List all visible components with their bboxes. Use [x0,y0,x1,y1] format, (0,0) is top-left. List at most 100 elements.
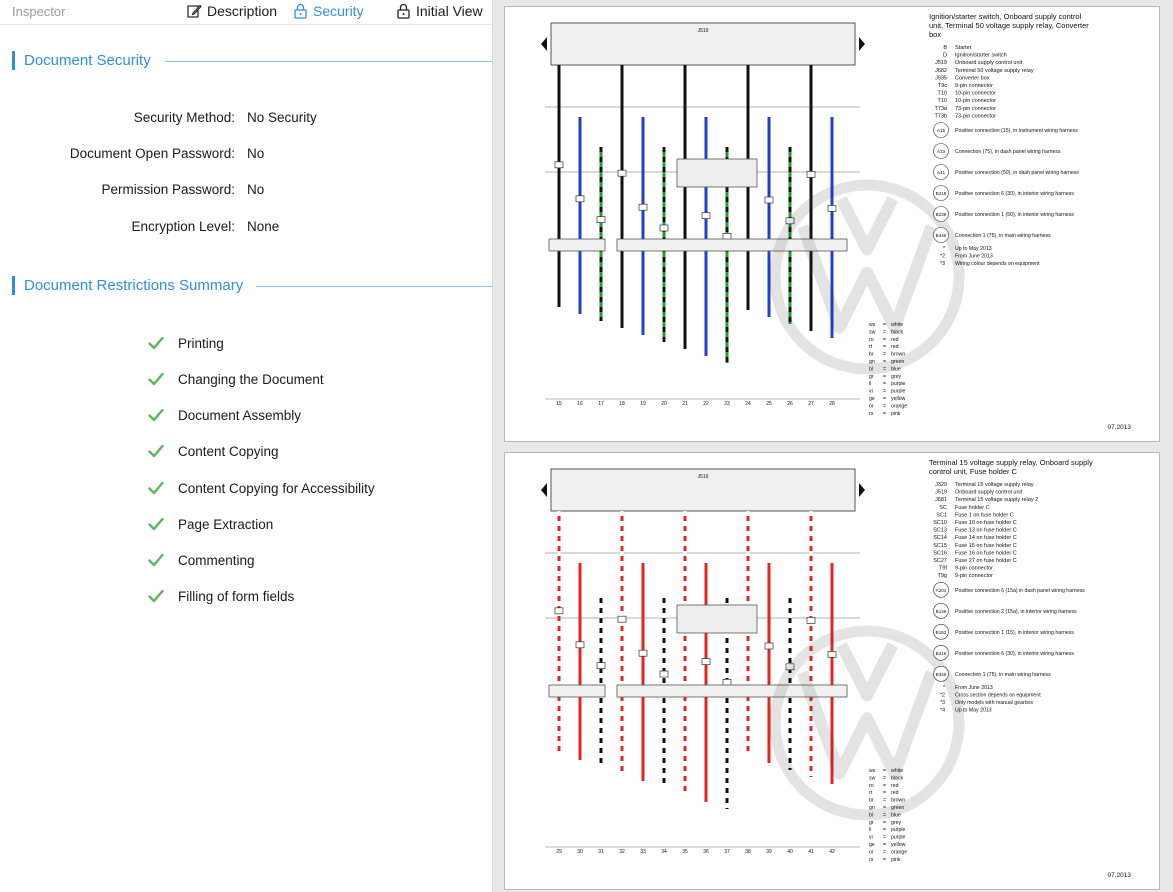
connection-marker [933,206,949,222]
tab-initial-view[interactable]: Initial View [396,3,483,19]
colour-name: yellow [891,842,906,848]
legend-code: B [943,45,947,51]
colour-code: or [869,403,874,409]
box-label: J519 [698,474,709,480]
restriction-label: Content Copying for Accessibility [178,480,375,496]
colour-equals: = [883,329,886,335]
legend-code: T10 [938,91,947,97]
arrow-right-icon [859,37,865,51]
colour-name: yellow [891,396,906,402]
legend-text: Terminal 50 voltage supply relay [955,68,1034,74]
colour-equals: = [883,820,886,826]
note-text: Up to May 2013 [955,246,992,252]
connector-pin [722,679,732,686]
colour-code: li [869,827,871,833]
connector-pin [596,216,606,223]
field-value: No Security [247,110,317,125]
document-security-header: Document Security [12,51,492,71]
connection-marker [933,164,949,180]
connection-marker [933,185,949,201]
connector-pin [806,171,816,178]
note-code: *3 [940,261,945,267]
connector-pin [785,663,795,671]
legend-code: T10 [938,98,947,104]
restriction-label: Commenting [178,552,255,568]
connection-marker [933,143,949,159]
open-password-row: Document Open Password: No [0,146,492,166]
tab-security-label: Security [313,3,364,19]
control-unit-bar: J519 [541,468,865,512]
legend-text: Fuse 13 on fuse holder C [955,528,1017,534]
connector-pin [659,670,669,678]
colour-name: pink [891,857,901,863]
note-code: * [943,246,945,252]
legend-text: Starter [955,45,972,51]
legend-code: SC10 [933,520,947,526]
checkmark-icon [148,517,178,531]
column-number: 32 [619,849,625,855]
connection-text: Connection (75), in dash panel wiring ha… [955,149,1061,155]
column-number: 19 [640,401,646,407]
colour-name: red [891,344,899,350]
diagram-title: Terminal 15 voltage supply relay, Onboar… [929,458,1093,467]
note-code: *2 [940,254,945,260]
legend-text: Fuse 14 on fuse holder C [955,535,1017,541]
legend-text: Fuse 27 on fuse holder C [955,558,1017,564]
colour-key: ws=whitesw=blackro=redrt=redbr=browngn=g… [869,768,907,863]
component-box [548,238,606,252]
connection-marker [933,227,949,243]
colour-name: orange [891,849,907,855]
field-value: No [247,182,265,197]
tab-security[interactable]: Security [293,3,364,19]
connection-text: Connection 1 (75), in main wiring harnes… [955,672,1051,678]
tab-description[interactable]: Description [186,3,277,19]
legend-code: SC14 [933,535,947,541]
checkmark-icon [148,408,178,422]
colour-code: ge [869,842,875,848]
section-divider [165,61,492,62]
legend-code: J519 [935,490,947,496]
colour-code: li [869,381,871,387]
colour-code: bl [869,812,873,818]
component-box [676,604,758,634]
section-title: Document Security [24,52,151,69]
column-number: 28 [829,401,835,407]
column-number: 18 [619,401,625,407]
tab-description-label: Description [207,3,278,19]
column-number: 23 [724,401,730,407]
column-number: 30 [577,849,583,855]
section-divider [256,286,492,287]
connection-text: Positive connection 6 (30), in interior … [955,191,1074,197]
connection-marker [933,624,949,640]
connection-text: Positive connection 6 (15a) in dash pane… [955,588,1085,594]
legend-text: 73-pin connector [955,106,996,112]
colour-equals: = [883,798,886,804]
connector-pin [722,233,732,240]
colour-equals: = [883,783,886,789]
checkmark-icon [148,553,178,567]
diagram-title: control unit, Fuse holder C [929,467,1018,476]
colour-code: sw [869,329,876,335]
colour-equals: = [883,352,886,358]
colour-name: red [891,337,899,343]
permission-password-row: Permission Password: No [0,182,492,202]
colour-equals: = [883,396,886,402]
connection-code: B239 [936,212,947,217]
legend-code: T9g [938,573,947,579]
colour-equals: = [883,366,886,372]
note-code: * [943,685,945,691]
colour-name: orange [891,403,907,409]
legend-code: J519 [935,60,947,66]
lock-icon [293,3,308,19]
legend-code: T9c [938,83,947,89]
connector-pin [554,161,564,169]
colour-name: red [891,790,899,796]
colour-name: purple [891,389,906,395]
colour-code: or [869,849,874,855]
colour-equals: = [883,403,886,409]
